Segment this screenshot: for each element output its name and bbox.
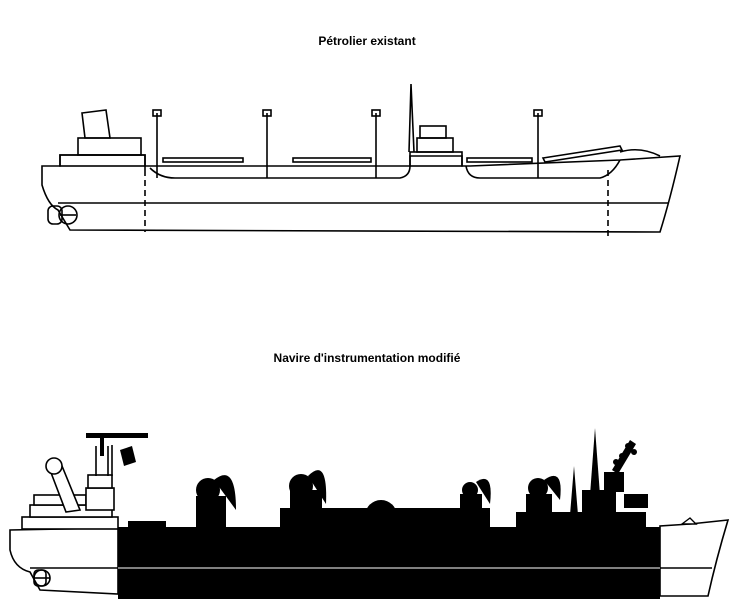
ship-deck-platform bbox=[280, 508, 490, 528]
modified-instrumentation-ship-title: Navire d'instrumentation modifié bbox=[273, 351, 461, 365]
tanker-propeller bbox=[47, 205, 78, 225]
ship-hull-aft bbox=[9, 527, 119, 595]
tracking-dish-antennas bbox=[196, 470, 561, 528]
existing-tanker-title: Pétrolier existant bbox=[318, 34, 416, 48]
ship-propeller bbox=[33, 569, 51, 587]
dish-antenna-1 bbox=[196, 475, 236, 528]
tanker-king-posts bbox=[152, 109, 543, 178]
existing-tanker-drawing bbox=[41, 83, 682, 240]
dish-antenna-3 bbox=[460, 478, 491, 518]
tanker-mid-house bbox=[409, 151, 463, 167]
radome bbox=[365, 500, 397, 516]
dish-antenna-4 bbox=[526, 475, 561, 518]
tanker-mast bbox=[408, 83, 415, 153]
ship-hull-bow bbox=[659, 519, 730, 597]
tanker-bridge bbox=[77, 137, 142, 156]
aft-mast-antenna bbox=[86, 433, 148, 466]
new-midbody-section bbox=[118, 527, 660, 599]
tanker-funnel bbox=[81, 109, 111, 139]
tanker-aft-house bbox=[59, 154, 146, 167]
instrumentation-ship-drawing bbox=[9, 428, 730, 599]
dish-antenna-2 bbox=[289, 470, 327, 518]
forward-mast bbox=[570, 428, 648, 515]
ship-aft-superstructure bbox=[21, 445, 119, 530]
